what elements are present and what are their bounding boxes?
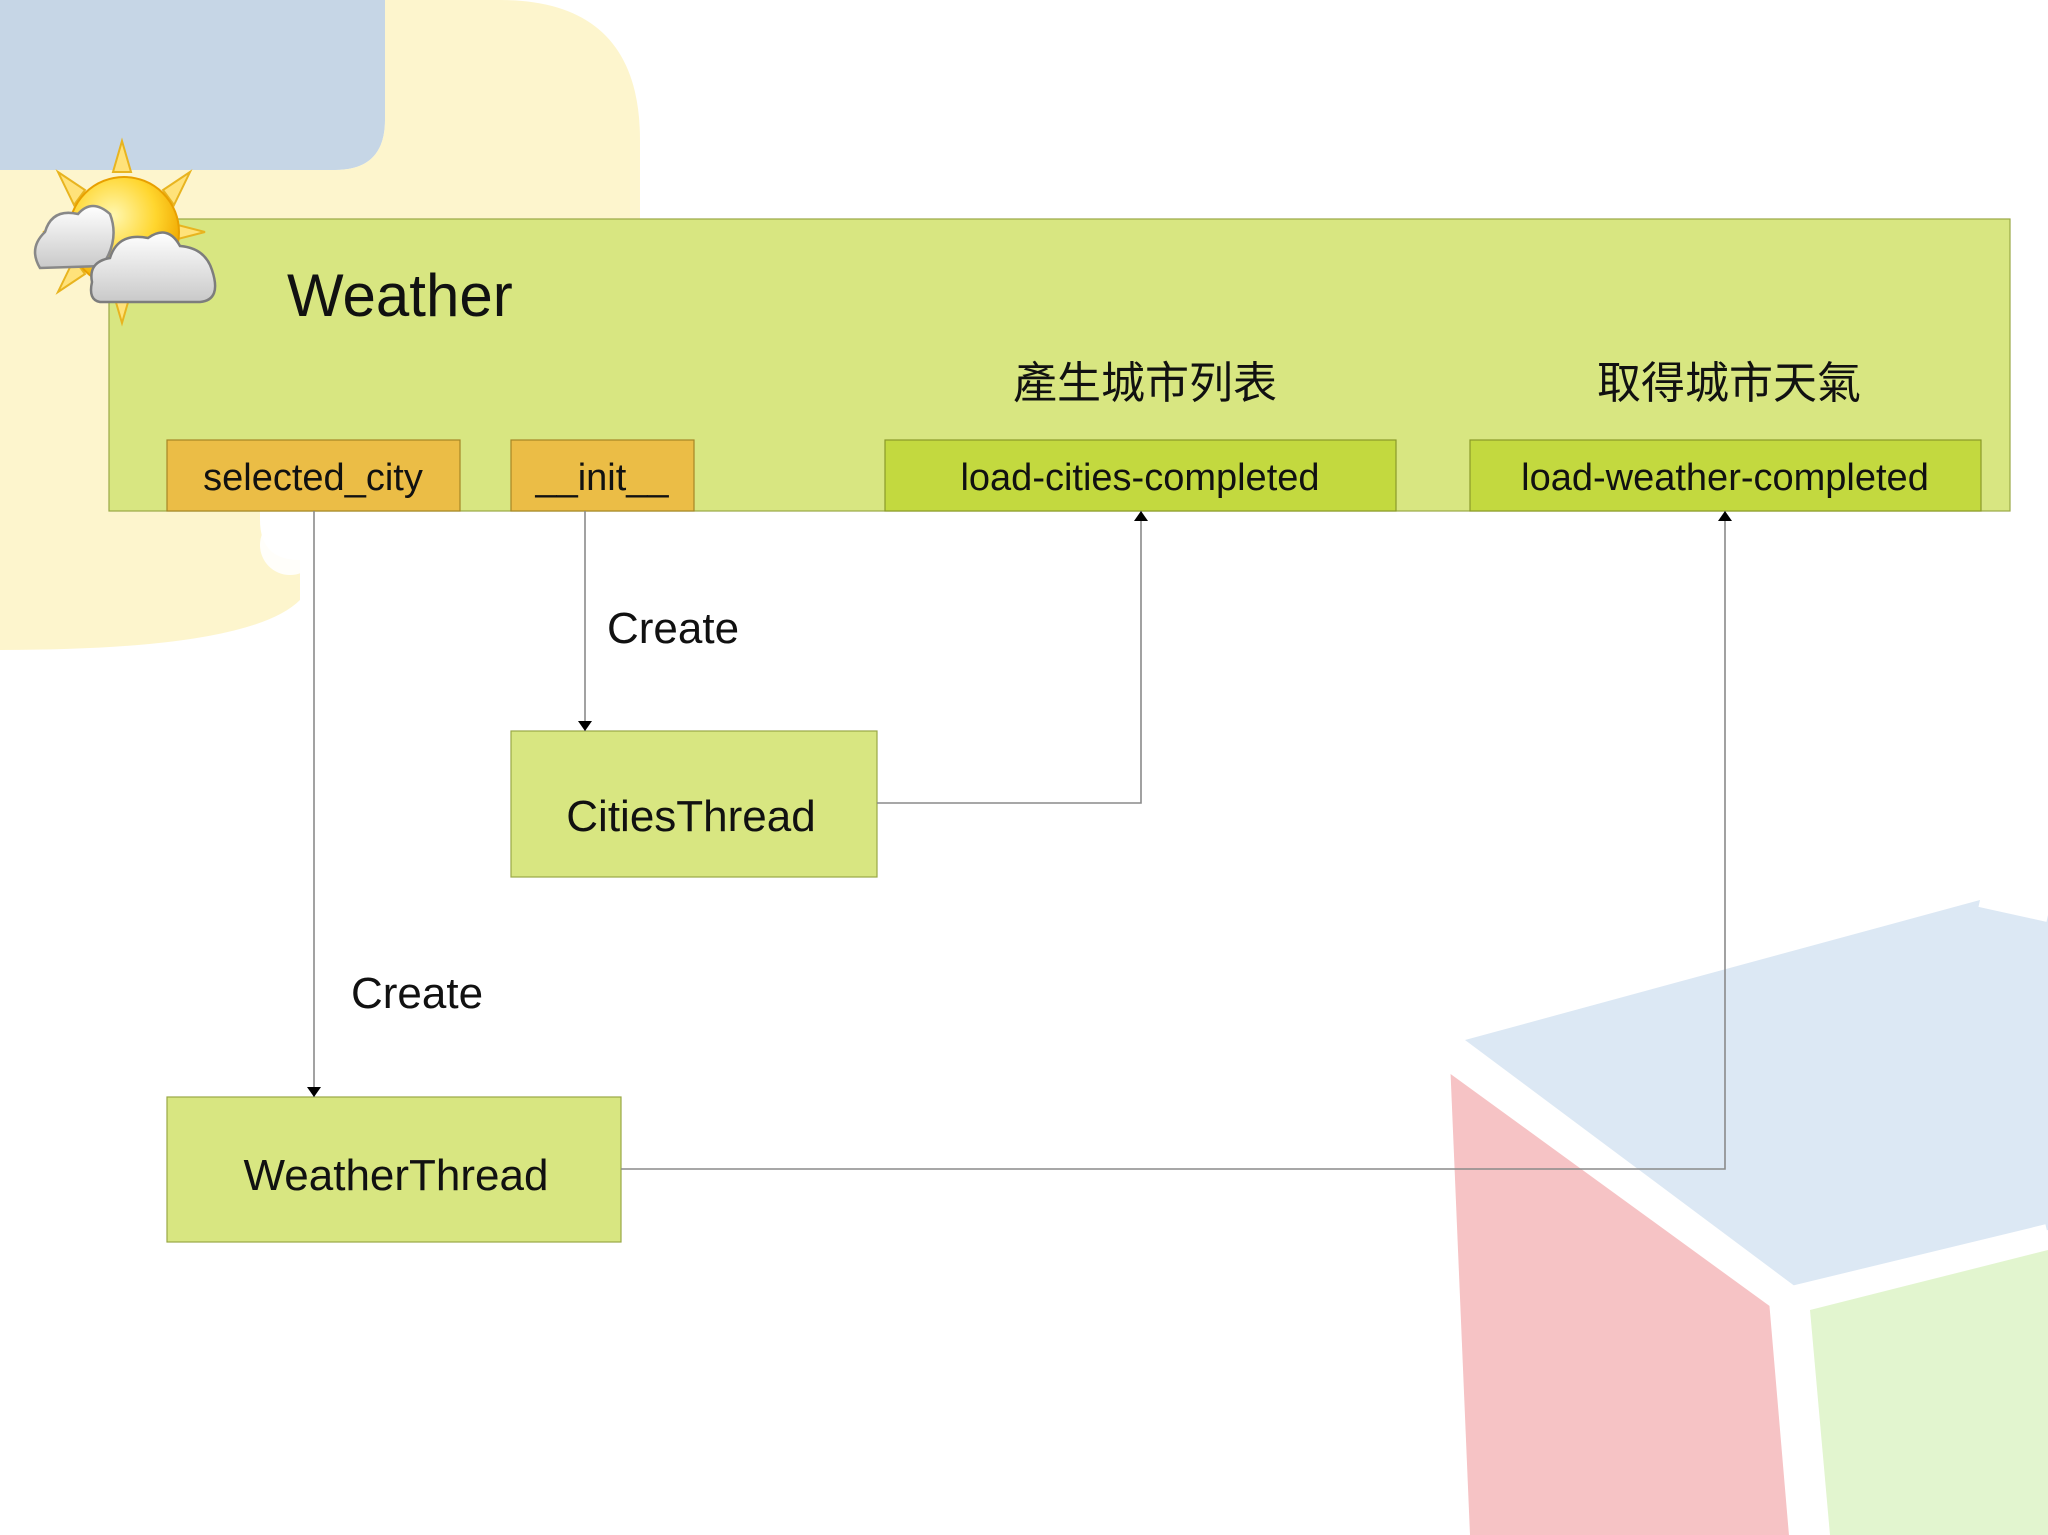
cities-group-label: 產生城市列表	[1013, 359, 1277, 408]
init-attribute: __init__	[510, 439, 695, 512]
load-weather-completed-label: load-weather-completed	[1521, 457, 1929, 499]
diagram-title: Weather	[287, 262, 513, 329]
load-weather-completed-event: load-weather-completed	[1469, 439, 1982, 512]
create-weather-edge-label: Create	[351, 969, 483, 1018]
connectors	[307, 511, 1732, 1170]
cities-thread-node: CitiesThread	[510, 730, 878, 878]
cities-thread-label: CitiesThread	[566, 792, 815, 841]
weather-thread-label: WeatherThread	[244, 1151, 549, 1200]
load-cities-completed-event: load-cities-completed	[884, 439, 1397, 512]
weather-thread-node: WeatherThread	[166, 1096, 622, 1243]
create-cities-edge-label: Create	[607, 604, 739, 653]
weather-thread-to-load-weather-arrow	[621, 511, 1732, 1170]
selected-city-attribute: selected_city	[166, 439, 461, 512]
cities-thread-to-load-cities-arrow	[877, 511, 1148, 804]
weather-group-label: 取得城市天氣	[1597, 359, 1861, 408]
partly-cloudy-icon	[33, 137, 217, 327]
load-cities-completed-label: load-cities-completed	[960, 457, 1319, 499]
selected-city-label: selected_city	[203, 457, 423, 499]
init-label: __init__	[534, 457, 669, 499]
